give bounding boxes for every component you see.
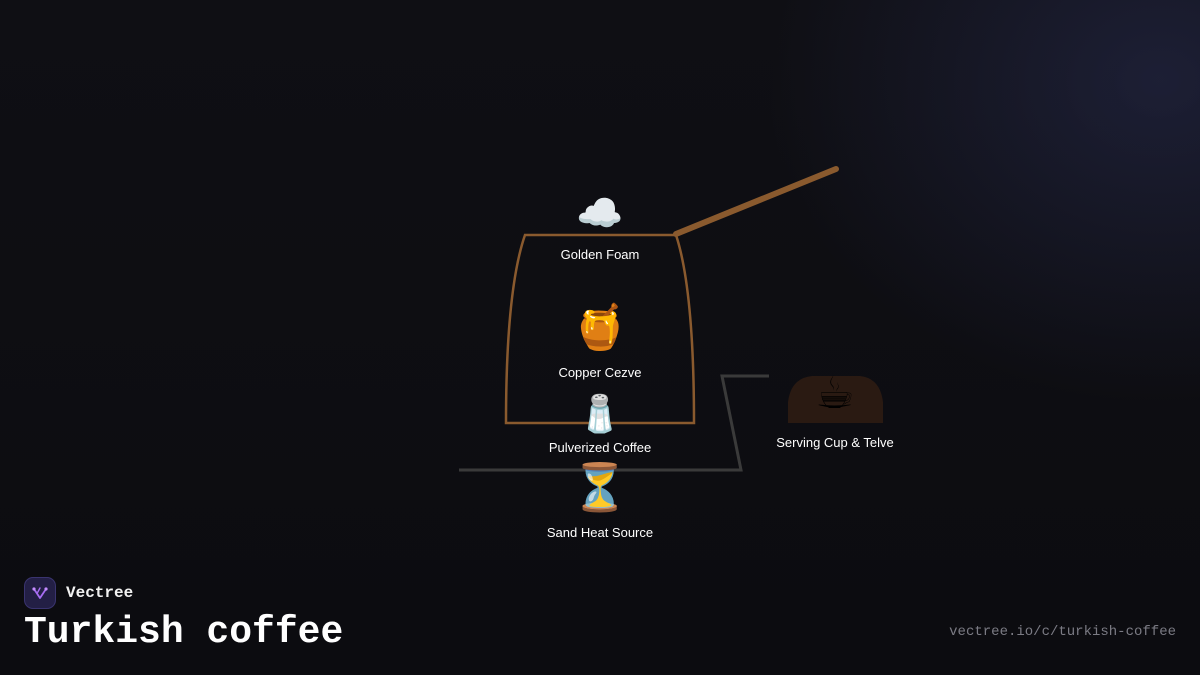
node-copper-cezve: 🍯 Copper Cezve: [558, 302, 641, 380]
cup-saucer: [788, 376, 883, 423]
node-label-pulverized-coffee: Pulverized Coffee: [549, 440, 651, 455]
brand-name: Vectree: [66, 584, 134, 602]
cezve-body-outline: [504, 233, 696, 425]
node-label-copper-cezve: Copper Cezve: [558, 365, 641, 380]
cezve-handle: [673, 166, 839, 237]
page-title: Turkish coffee: [24, 611, 344, 654]
brand: Vectree: [24, 577, 133, 609]
node-sand-heat-source: ⏳ Sand Heat Source: [547, 460, 653, 540]
node-label-sand-heat-source: Sand Heat Source: [547, 525, 653, 540]
cloud-icon: ☁️: [576, 191, 623, 235]
hot-beverage-icon: ☕: [815, 368, 854, 419]
tree-branch-icon: [24, 577, 56, 609]
salt-shaker-icon: 🧂: [578, 392, 623, 435]
sand-tray-connector: [459, 374, 769, 472]
hourglass-icon: ⏳: [571, 460, 628, 514]
node-serving-cup: ☕ Serving Cup & Telve: [776, 368, 894, 450]
node-golden-foam: ☁️ Golden Foam: [561, 191, 640, 262]
page-url[interactable]: vectree.io/c/turkish-coffee: [949, 624, 1176, 640]
honey-pot-icon: 🍯: [573, 302, 628, 353]
node-pulverized-coffee: 🧂 Pulverized Coffee: [549, 392, 651, 455]
node-label-golden-foam: Golden Foam: [561, 247, 640, 262]
node-label-serving-cup: Serving Cup & Telve: [776, 435, 894, 450]
